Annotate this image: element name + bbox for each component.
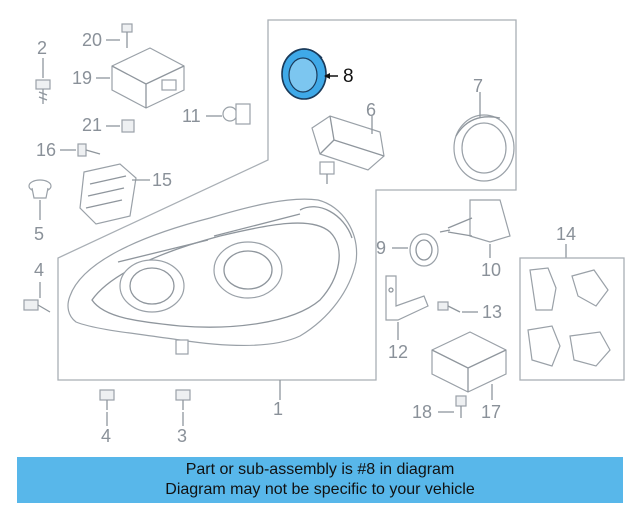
callout-9: 9 <box>376 238 386 258</box>
exploded-parts-diagram: 8 7 6 1 2 20 <box>23 19 625 446</box>
part-20-bolt <box>121 23 133 48</box>
part-12-bracket <box>385 275 429 321</box>
part-5-cap <box>28 179 52 199</box>
part-3-screw <box>175 389 191 410</box>
callout-7: 7 <box>473 76 483 96</box>
part-21-nut <box>121 119 135 133</box>
part-13-screw <box>437 301 461 313</box>
callout-13: 13 <box>482 302 502 322</box>
callout-5: 5 <box>34 224 44 244</box>
part-1-headlight-housing <box>67 198 358 355</box>
part-4-screw-upper <box>23 299 51 313</box>
callout-14: 14 <box>556 224 576 244</box>
info-banner: Part or sub-assembly is #8 in diagram Di… <box>17 457 623 503</box>
banner-line-2: Diagram may not be specific to your vehi… <box>165 481 475 498</box>
callout-15: 15 <box>152 170 172 190</box>
callout-18: 18 <box>412 402 432 422</box>
callout-6: 6 <box>366 100 376 120</box>
part-18-bolt <box>455 395 467 418</box>
part-15-module <box>79 163 137 225</box>
callout-19: 19 <box>72 68 92 88</box>
part-10-bulb <box>439 199 511 243</box>
callout-20: 20 <box>82 30 102 50</box>
callout-1: 1 <box>273 399 283 419</box>
part-14-kit-frame <box>519 257 625 381</box>
callout-4-lower: 4 <box>101 426 111 446</box>
callout-8: 8 <box>343 66 354 87</box>
part-11-bulb <box>222 103 251 125</box>
callout-2: 2 <box>37 38 47 58</box>
part-6-module <box>311 115 385 184</box>
callout-3: 3 <box>177 426 187 446</box>
banner-line-1: Part or sub-assembly is #8 in diagram <box>185 461 455 478</box>
part-17-control-unit <box>431 331 507 393</box>
part-14-kit <box>527 267 611 367</box>
callout-16: 16 <box>36 140 56 160</box>
callout-10: 10 <box>481 260 501 280</box>
part-9-retainer <box>409 233 439 267</box>
callout-17: 17 <box>481 402 501 422</box>
part-7-ring <box>453 114 515 182</box>
part-4-screw-lower <box>99 389 115 410</box>
callout-4-upper: 4 <box>34 260 44 280</box>
callout-21: 21 <box>82 115 102 135</box>
part-8-highlighted[interactable] <box>281 48 327 100</box>
part-16-bolt <box>77 143 101 157</box>
part-19-control-unit <box>111 47 185 109</box>
part-2-screw <box>35 79 51 104</box>
assembly-frame <box>57 19 517 381</box>
callout-12: 12 <box>388 342 408 362</box>
callout-11: 11 <box>182 106 201 126</box>
